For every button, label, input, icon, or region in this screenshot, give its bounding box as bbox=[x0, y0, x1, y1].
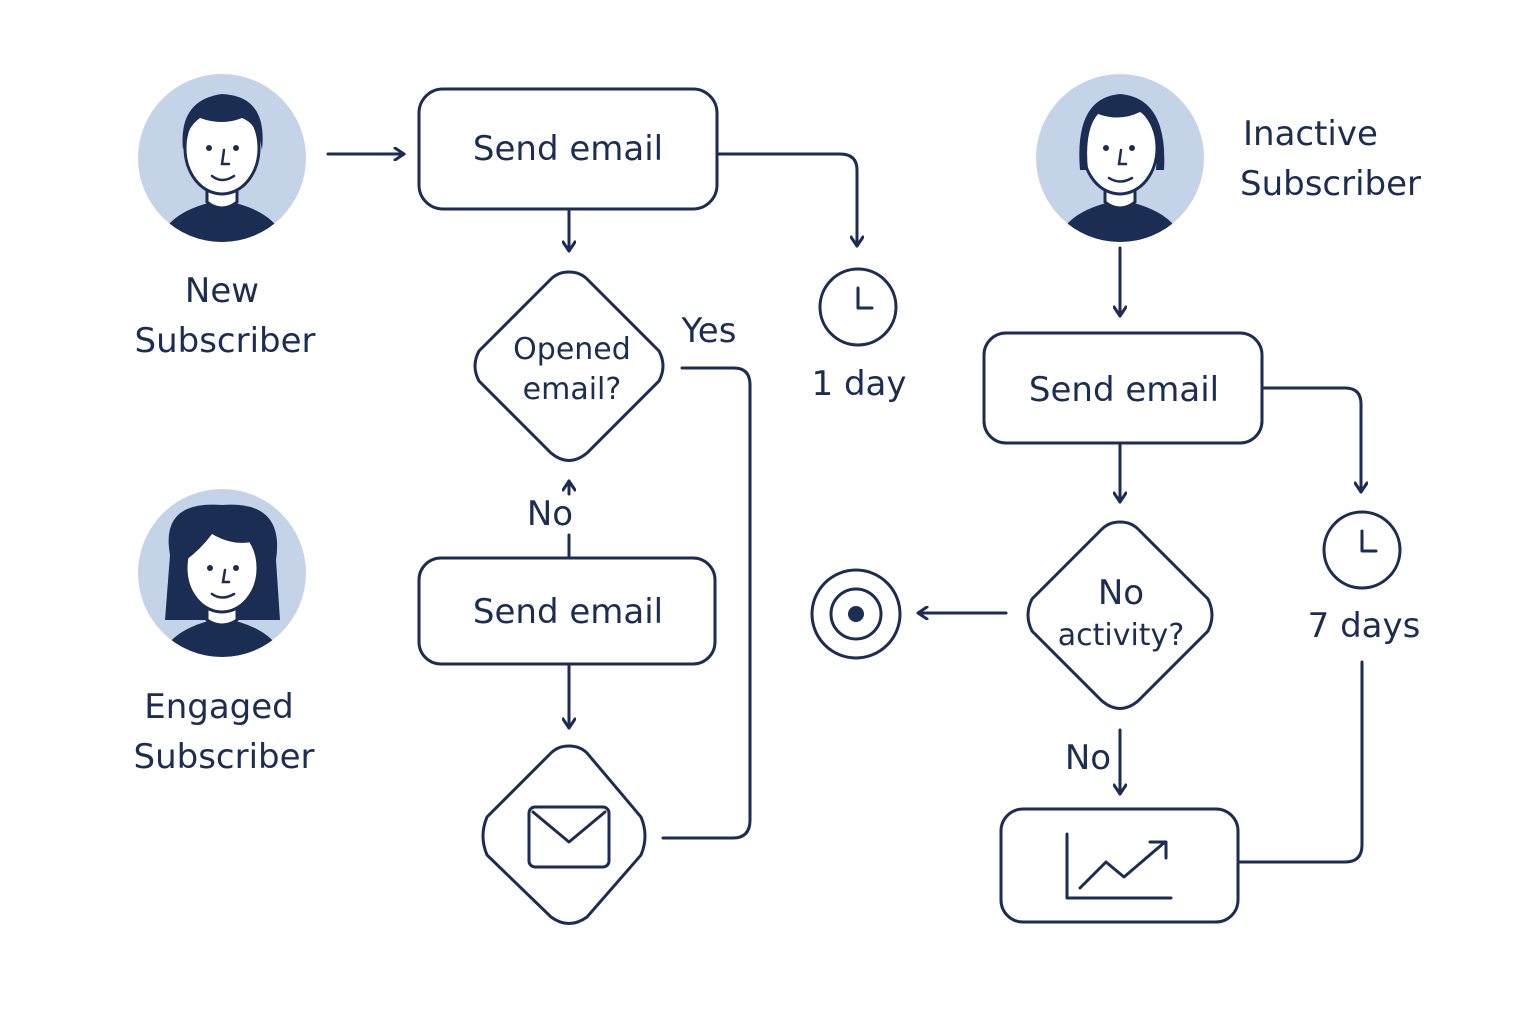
decision-opened-email bbox=[473, 270, 665, 462]
decision-opened-line1: Opened bbox=[513, 332, 631, 367]
persona-engaged-line1: Engaged bbox=[144, 687, 294, 727]
trend-chart-icon bbox=[1065, 832, 1173, 900]
wait-7-days-label: 7 days bbox=[1308, 606, 1421, 646]
connector-yes-branch bbox=[661, 366, 752, 840]
decision-no-activity-line1: No bbox=[1098, 573, 1144, 613]
persona-inactive-line1: Inactive bbox=[1243, 114, 1378, 154]
send-email-label-2: Send email bbox=[473, 592, 663, 632]
send-email-label-1: Send email bbox=[473, 129, 663, 169]
no-label-left: No bbox=[527, 494, 573, 534]
send-email-label-right: Send email bbox=[1029, 370, 1219, 410]
connector-wait-to-chart bbox=[1236, 660, 1364, 864]
connector-send-to-wait-1day bbox=[715, 152, 857, 248]
persona-engaged-line2: Subscriber bbox=[133, 737, 314, 777]
avatar-new-subscriber bbox=[138, 74, 306, 242]
avatar-inactive-subscriber bbox=[1036, 74, 1204, 242]
decision-no-activity bbox=[1026, 520, 1214, 710]
avatar-engaged-subscriber bbox=[138, 489, 306, 657]
decision-no-activity-line2: activity? bbox=[1058, 618, 1185, 653]
persona-new-line1: New bbox=[185, 271, 259, 311]
connector-send-to-wait-7days bbox=[1260, 386, 1361, 494]
no-label-right: No bbox=[1065, 738, 1111, 778]
send-email-node-2 bbox=[417, 556, 717, 666]
decision-opened-line2: email? bbox=[523, 372, 622, 407]
clock-icon bbox=[818, 267, 898, 347]
clock-icon bbox=[1322, 510, 1402, 590]
envelope-icon bbox=[527, 805, 611, 869]
target-icon bbox=[810, 568, 902, 660]
persona-inactive-line2: Subscriber bbox=[1240, 164, 1421, 204]
wait-1-day-label: 1 day bbox=[812, 364, 907, 404]
yes-label: Yes bbox=[681, 311, 737, 351]
persona-new-line2: Subscriber bbox=[134, 321, 315, 361]
analytics-node bbox=[999, 807, 1240, 924]
